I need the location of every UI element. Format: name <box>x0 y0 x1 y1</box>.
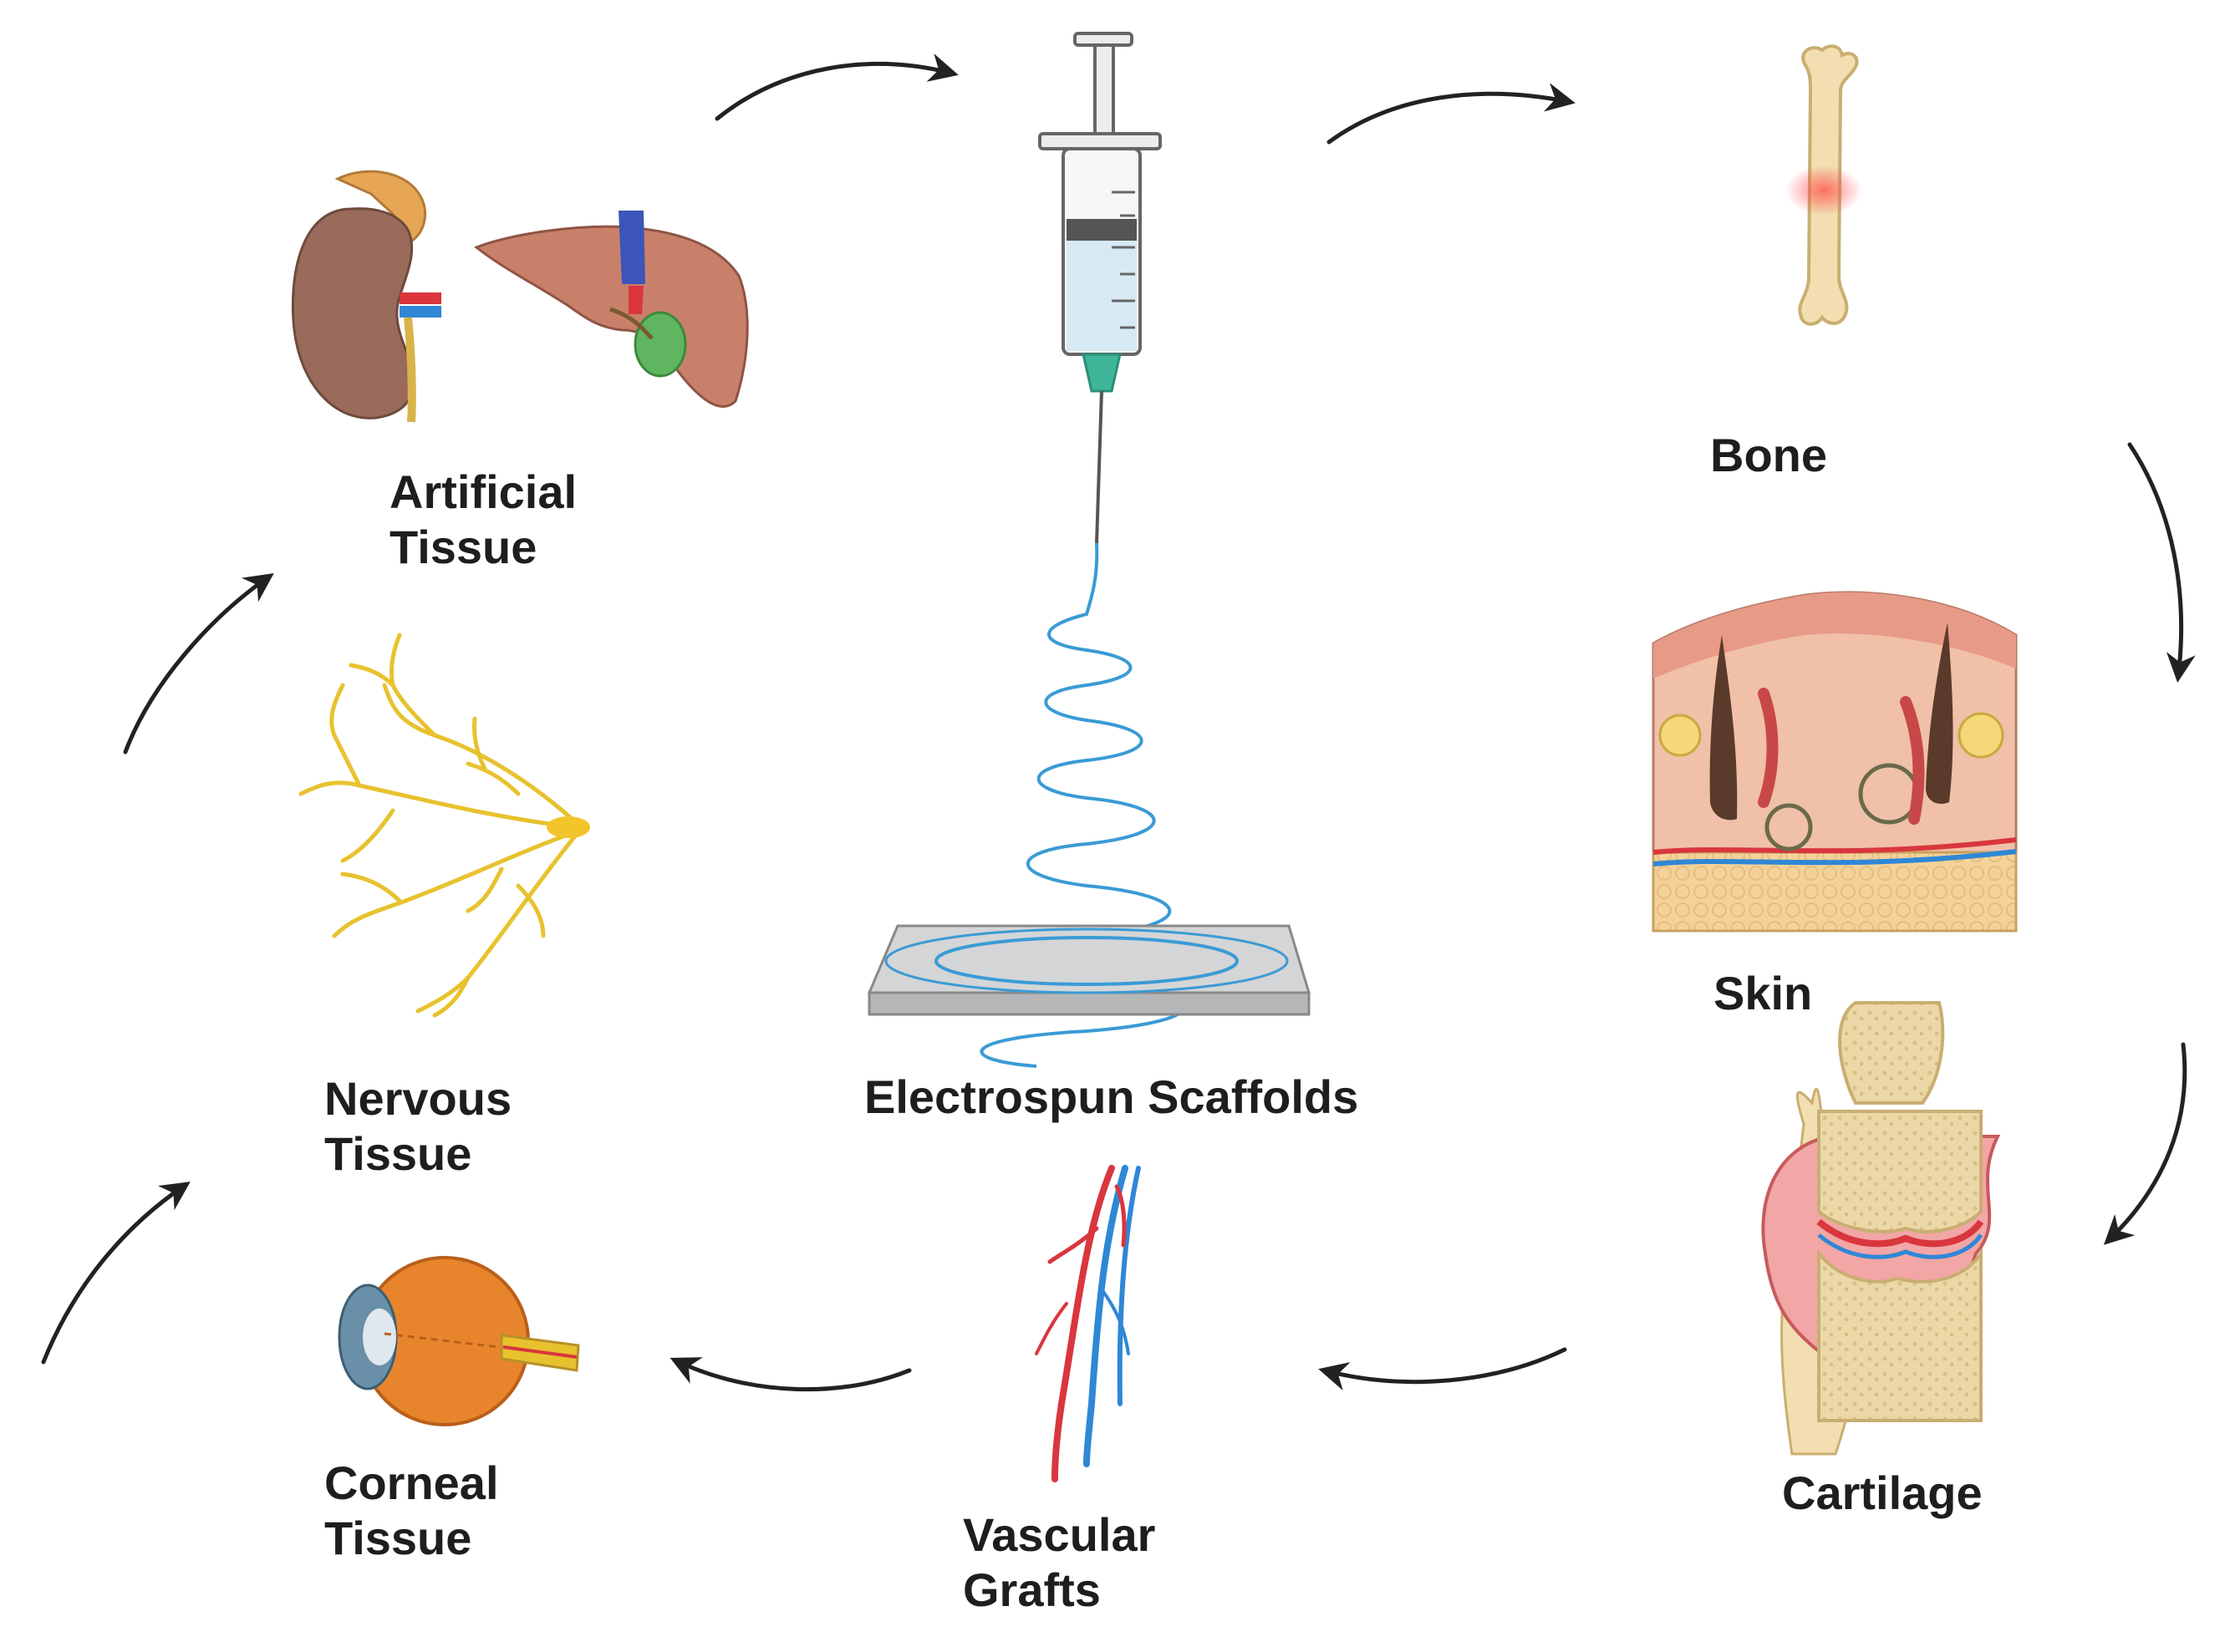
arrow-cartilage-to-vascular <box>1324 1350 1565 1382</box>
node-label-skin: Skin <box>1713 966 1812 1021</box>
syringe-icon <box>1040 33 1160 543</box>
skin-icon <box>1653 592 2016 931</box>
node-label-corneal: Corneal Tissue <box>324 1456 499 1566</box>
node-label-artificial: Artificial Tissue <box>390 465 577 575</box>
knee-joint-icon <box>1763 1003 1998 1454</box>
arrow-vascular-to-corneal <box>675 1360 909 1390</box>
kidney-icon <box>293 171 441 422</box>
nerve-cell-icon <box>301 635 577 1015</box>
collector-plate <box>869 926 1309 1014</box>
node-label-nervous: Nervous Tissue <box>324 1071 512 1182</box>
liver-icon <box>476 211 747 406</box>
arrow-nervous-to-artificial <box>125 577 269 752</box>
arrow-bone-to-skin <box>2130 445 2182 677</box>
vascular-grafts-icon <box>1036 1168 1138 1479</box>
arrow-corneal-to-nervous <box>43 1185 186 1362</box>
arrow-skin-to-cartilage <box>2108 1045 2185 1241</box>
center-label: Electrospun Scaffolds <box>864 1070 1358 1125</box>
node-label-bone: Bone <box>1710 428 1827 483</box>
node-label-cartilage: Cartilage <box>1782 1466 1983 1521</box>
bone-icon <box>1785 46 1862 324</box>
eye-icon <box>339 1258 578 1425</box>
node-label-vascular: Vascular Grafts <box>963 1507 1155 1618</box>
arrow-center-to-bone <box>1329 94 1570 142</box>
arrow-artificial-to-center <box>717 64 953 119</box>
nerve-soma <box>547 816 590 838</box>
